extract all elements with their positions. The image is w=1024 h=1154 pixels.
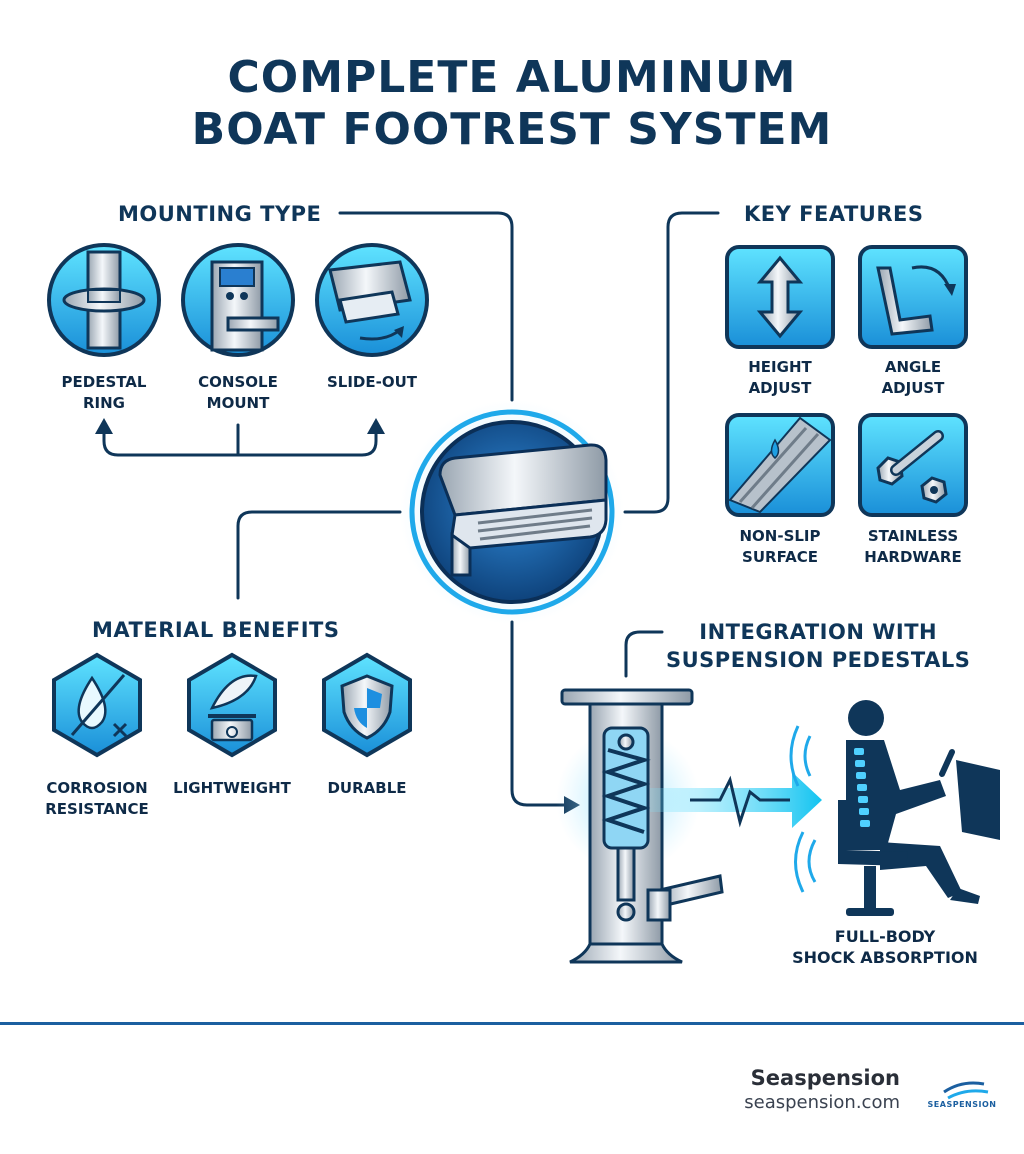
mounting-label-console-mount: CONSOLE MOUNT — [178, 372, 298, 414]
feature-label-line: SURFACE — [742, 548, 818, 566]
caption-line: SHOCK ABSORPTION — [792, 948, 978, 967]
brand-block: Seaspension seaspension.com — [744, 1066, 900, 1113]
mounting-type-heading: MOUNTING TYPE — [118, 202, 322, 226]
page-title: COMPLETE ALUMINUM BOAT FOOTREST SYSTEM — [0, 52, 1024, 156]
shock-wave-arrow-icon — [650, 772, 822, 828]
material-label-line: DURABLE — [327, 779, 407, 797]
mounting-label-line: CONSOLE — [198, 373, 278, 391]
console-mount-icon — [181, 243, 295, 357]
water-drop-icon — [52, 652, 142, 758]
mounting-label-line: PEDESTAL — [61, 373, 147, 391]
footer-divider — [0, 1022, 1024, 1025]
integration-heading: INTEGRATION WITH SUSPENSION PEDESTALS — [666, 618, 970, 674]
feature-icons — [725, 245, 968, 517]
mounting-icons — [47, 243, 429, 357]
seaspension-logo-icon — [943, 1081, 989, 1100]
feature-label-line: STAINLESS — [867, 527, 959, 545]
feature-label-line: ADJUST — [748, 379, 812, 397]
material-label-line: CORROSION — [46, 779, 148, 797]
material-label-line: RESISTANCE — [45, 800, 149, 818]
page-title-line-2: BOAT FOOTREST SYSTEM — [191, 104, 833, 155]
suspension-pedestal-icon — [556, 688, 724, 964]
connector-lines — [102, 211, 720, 807]
bolt-nut-icon — [858, 413, 968, 517]
brand-url[interactable]: seaspension.com — [744, 1092, 900, 1113]
integration-heading-line-2: SUSPENSION PEDESTALS — [666, 648, 971, 672]
caption-line: FULL-BODY — [834, 927, 936, 946]
feature-label-stainless-hardware: STAINLESS HARDWARE — [853, 526, 973, 568]
feature-label-line: NON-SLIP — [739, 527, 821, 545]
brand-logo-wordmark: SEASPENSION — [927, 1100, 997, 1109]
page-title-line-1: COMPLETE ALUMINUM — [227, 52, 797, 103]
feature-label-line: ADJUST — [881, 379, 945, 397]
material-icons — [52, 652, 412, 758]
feature-label-line: ANGLE — [884, 358, 942, 376]
shield-icon — [322, 652, 412, 758]
brand-logo: SEASPENSION — [916, 1080, 1008, 1109]
mounting-label-line: SLIDE-OUT — [326, 373, 418, 391]
feature-label-line: HARDWARE — [864, 548, 962, 566]
feature-label-line: HEIGHT — [748, 358, 812, 376]
feather-scale-icon — [187, 652, 277, 758]
key-features-heading: KEY FEATURES — [744, 202, 924, 226]
feature-label-height-adjust: HEIGHT ADJUST — [720, 357, 840, 399]
slide-out-icon — [315, 243, 429, 357]
mounting-label-slide-out: SLIDE-OUT — [312, 372, 432, 393]
material-label-durable: DURABLE — [307, 778, 427, 799]
mounting-label-line: MOUNT — [206, 394, 270, 412]
material-benefits-heading: MATERIAL BENEFITS — [92, 618, 340, 642]
material-label-corrosion-resistance: CORROSION RESISTANCE — [37, 778, 157, 820]
footrest-hub-icon — [400, 400, 624, 624]
pedestal-ring-icon — [47, 243, 161, 357]
angle-adjust-icon — [858, 245, 968, 349]
feature-label-angle-adjust: ANGLE ADJUST — [853, 357, 973, 399]
feature-label-non-slip-surface: NON-SLIP SURFACE — [720, 526, 840, 568]
seated-person-icon — [789, 700, 1000, 916]
brand-name: Seaspension — [750, 1066, 900, 1090]
material-label-line: LIGHTWEIGHT — [173, 779, 291, 797]
non-slip-surface-icon — [725, 413, 835, 517]
mounting-label-pedestal-ring: PEDESTAL RING — [44, 372, 164, 414]
height-adjust-icon — [725, 245, 835, 349]
mounting-label-line: RING — [83, 394, 125, 412]
material-label-lightweight: LIGHTWEIGHT — [170, 778, 294, 799]
integration-heading-line-1: INTEGRATION WITH — [699, 620, 938, 644]
shock-absorption-caption: FULL-BODY SHOCK ABSORPTION — [780, 926, 990, 968]
